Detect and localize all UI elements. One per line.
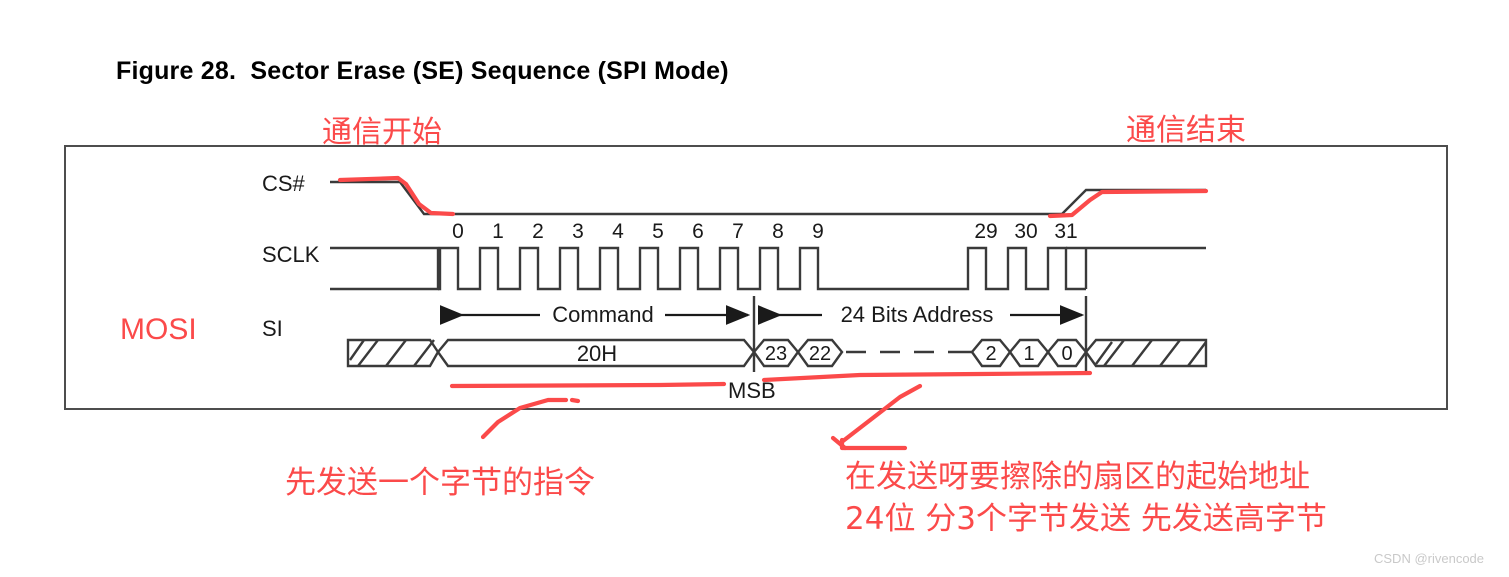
page-title: Figure 28. Sector Erase (SE) Sequence (S…	[116, 57, 729, 85]
red-ink-command-pointer	[480, 397, 569, 440]
annotation-communication-end: 通信结束	[1126, 113, 1246, 148]
cs-waveform	[330, 180, 1206, 216]
sclk-pulses-29-31	[960, 246, 1086, 291]
si-bit-value-23: 23	[765, 343, 787, 365]
annotation-command-note: 先发送一个字节的指令	[285, 465, 595, 501]
clock-number-8: 8	[772, 220, 784, 243]
clock-number-7: 7	[732, 220, 744, 243]
annotation-communication-start: 通信开始	[322, 115, 442, 150]
signal-label-cs: CS#	[262, 171, 306, 196]
clock-number-0: 0	[452, 220, 464, 243]
timing-diagram-box	[64, 145, 1448, 410]
clock-number-30: 30	[1014, 220, 1037, 243]
si-bit-cell-22	[796, 338, 844, 368]
si-bit-value-0: 0	[1061, 343, 1072, 365]
si-dontcare-right	[1084, 338, 1208, 368]
annotation-mosi-label: MOSI	[120, 313, 197, 346]
command-field-label: Command	[552, 302, 653, 327]
si-bit-value-22: 22	[809, 343, 831, 365]
red-ink-address-underline	[761, 370, 1093, 383]
red-ink-cs-fall	[337, 175, 456, 217]
si-command-value: 20H	[577, 341, 617, 366]
sclk-idle-high	[330, 246, 440, 291]
red-ink-command-pointer-dot	[569, 397, 581, 404]
address-field-label: 24 Bits Address	[841, 302, 994, 327]
clock-number-29: 29	[974, 220, 997, 243]
red-ink-address-arrow-tail	[839, 437, 908, 451]
annotation-address-note: 在发送呀要擦除的扇区的起始地址 24位 分3个字节发送 先发送高字节	[845, 456, 1327, 540]
clock-number-9: 9	[812, 220, 824, 243]
clock-number-1: 1	[492, 220, 504, 243]
si-dontcare-left	[346, 338, 440, 368]
red-ink-address-arrow-head	[830, 435, 848, 451]
signal-label-sclk: SCLK	[262, 242, 320, 267]
signal-label-si: SI	[262, 316, 283, 341]
si-bit-value-2: 2	[985, 343, 996, 365]
clock-number-5: 5	[652, 220, 664, 243]
clock-number-2: 2	[532, 220, 544, 243]
sclk-pulses-0-9	[438, 246, 845, 291]
clock-number-4: 4	[612, 220, 624, 243]
annotation-address-note-line2: 24位 分3个字节发送 先发送高字节	[845, 501, 1327, 537]
clock-number-31: 31	[1054, 220, 1077, 243]
red-ink-command-underline	[449, 381, 727, 389]
si-bit-value-1: 1	[1023, 343, 1034, 365]
si-dontcare-left-hatching	[349, 339, 435, 367]
clock-number-3: 3	[572, 220, 584, 243]
red-ink-address-arrow-shaft	[840, 383, 923, 444]
si-dontcare-right-hatching	[1095, 339, 1207, 367]
red-ink-cs-rise	[1047, 188, 1209, 219]
annotation-address-note-line1: 在发送呀要擦除的扇区的起始地址	[845, 459, 1310, 495]
clock-number-6: 6	[692, 220, 704, 243]
watermark: CSDN @rivencode	[1374, 551, 1485, 566]
msb-label: MSB	[728, 378, 776, 403]
